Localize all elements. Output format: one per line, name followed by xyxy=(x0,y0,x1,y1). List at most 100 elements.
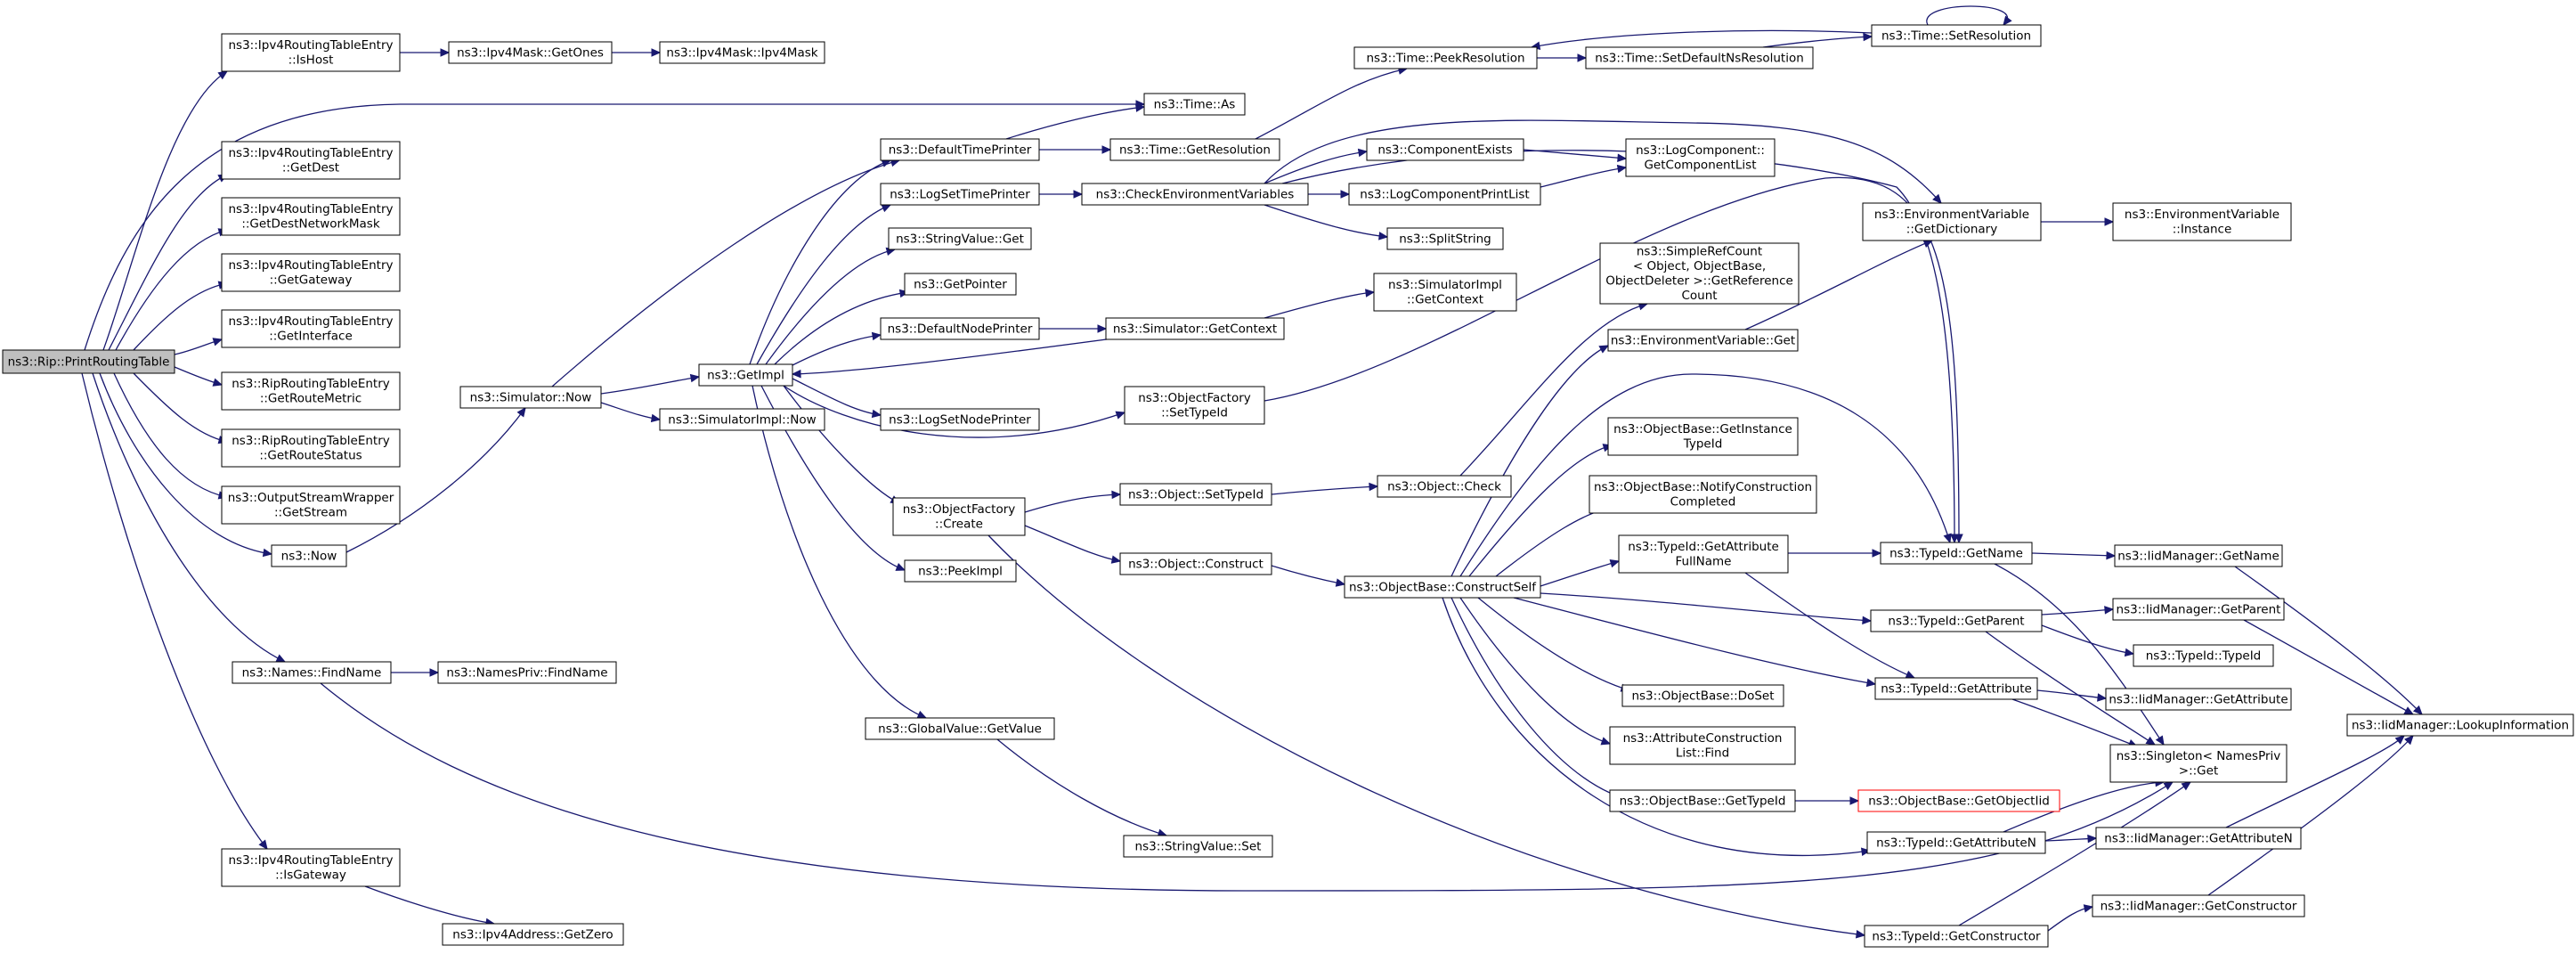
node-iid-getparent[interactable]: ns3::IidManager::GetParent xyxy=(2112,598,2285,621)
edge-path xyxy=(2243,619,2414,715)
node-object-check[interactable]: ns3::Object::Check xyxy=(1377,475,1512,498)
node-logsetnodeprinter[interactable]: ns3::LogSetNodePrinter xyxy=(880,408,1040,431)
node-getones[interactable]: ns3::Ipv4Mask::GetOnes xyxy=(448,41,613,64)
node-ishost[interactable]: ns3::Ipv4RoutingTableEntry::IsHost xyxy=(221,33,401,72)
arrowhead xyxy=(1369,482,1379,492)
node-iid-lookup[interactable]: ns3::IidManager::LookupInformation xyxy=(2346,713,2574,737)
node-label: ::IsHost xyxy=(288,53,334,68)
node-getroutemetric[interactable]: ns3::RipRoutingTableEntry::GetRouteMetri… xyxy=(221,371,401,411)
edge-objfactory_settypeid-to-typeid_getname xyxy=(1264,176,1963,544)
node-envvar-getdict[interactable]: ns3::EnvironmentVariable::GetDictionary xyxy=(1862,202,2042,241)
node-componentexists[interactable]: ns3::ComponentExists xyxy=(1366,138,1524,161)
node-isgateway[interactable]: ns3::Ipv4RoutingTableEntry::IsGateway xyxy=(221,848,401,887)
node-objfactory-create[interactable]: ns3::ObjectFactory::Create xyxy=(892,497,1026,536)
node-typeid-typeid[interactable]: ns3::TypeId::TypeId xyxy=(2133,644,2274,667)
node-simplerefcount[interactable]: ns3::SimpleRefCount< Object, ObjectBase,… xyxy=(1599,242,1800,305)
node-getdestmask[interactable]: ns3::Ipv4RoutingTableEntry::GetDestNetwo… xyxy=(221,197,401,236)
node-box xyxy=(1119,483,1272,506)
node-defaultnodeprinter[interactable]: ns3::DefaultNodePrinter xyxy=(880,317,1040,340)
arrowhead xyxy=(2097,693,2108,702)
edge-path xyxy=(792,338,1114,375)
node-stringvalue-get[interactable]: ns3::StringValue::Get xyxy=(888,227,1032,250)
node-iid-getconstructor[interactable]: ns3::IidManager::GetConstructor xyxy=(2092,894,2305,917)
node-getobjectiid[interactable]: ns3::ObjectBase::GetObjectIid xyxy=(1857,789,2060,812)
node-constructself[interactable]: ns3::ObjectBase::ConstructSelf xyxy=(1344,575,1541,599)
node-defaulttimeprinter[interactable]: ns3::DefaultTimePrinter xyxy=(880,138,1040,161)
node-iid-getname[interactable]: ns3::IidManager::GetName xyxy=(2114,544,2283,567)
node-stringvalue-set[interactable]: ns3::StringValue::Set xyxy=(1123,835,1273,858)
node-objfactory-settypeid[interactable]: ns3::ObjectFactory::SetTypeId xyxy=(1124,386,1265,425)
node-time-peekresolution[interactable]: ns3::Time::PeekResolution xyxy=(1353,46,1538,69)
node-time-setresolution[interactable]: ns3::Time::SetResolution xyxy=(1871,24,2042,47)
node-sim-getcontext[interactable]: ns3::Simulator::GetContext xyxy=(1105,317,1285,340)
node-label: ns3::Time::PeekResolution xyxy=(1366,51,1524,65)
edge-sim_now-to-simimpl_now xyxy=(600,402,662,423)
node-time-as[interactable]: ns3::Time::As xyxy=(1143,93,1246,116)
node-notifyconstruction[interactable]: ns3::ObjectBase::NotifyConstructionCompl… xyxy=(1589,475,1817,514)
node-checkenv[interactable]: ns3::CheckEnvironmentVariables xyxy=(1081,183,1309,206)
node-singleton-get[interactable]: ns3::Singleton< NamesPriv>::Get xyxy=(2109,744,2288,783)
node-getpointer[interactable]: ns3::GetPointer xyxy=(904,273,1017,296)
edge-checkenv-to-envvar_getdict xyxy=(1264,119,1942,204)
edge-root-to-getroutemetric xyxy=(174,366,223,387)
node-typeid-getconstructor[interactable]: ns3::TypeId::GetConstructor xyxy=(1864,925,2049,948)
node-logsettimeprinter[interactable]: ns3::LogSetTimePrinter xyxy=(880,183,1040,206)
node-getstream[interactable]: ns3::OutputStreamWrapper::GetStream xyxy=(221,485,401,525)
node-namespriv-findname[interactable]: ns3::NamesPriv::FindName xyxy=(437,661,617,684)
node-now[interactable]: ns3::Now xyxy=(271,544,347,567)
node-typeid-getattributen[interactable]: ns3::TypeId::GetAttributeN xyxy=(1866,831,2046,854)
node-time-setdefaultns[interactable]: ns3::Time::SetDefaultNsResolution xyxy=(1585,46,1814,69)
arrowhead xyxy=(1110,555,1122,564)
arrowhead xyxy=(1073,190,1084,199)
node-doset[interactable]: ns3::ObjectBase::DoSet xyxy=(1621,684,1784,707)
edge-path xyxy=(1264,151,1368,184)
node-box xyxy=(1866,831,2046,854)
node-globalvalue-getvalue[interactable]: ns3::GlobalValue::GetValue xyxy=(865,717,1055,740)
node-box xyxy=(1353,46,1538,69)
edge-checkenv-to-logcomponentprintlist xyxy=(1308,190,1351,199)
node-typeid-getattribute[interactable]: ns3::TypeId::GetAttribute xyxy=(1874,677,2038,700)
node-envvar-get[interactable]: ns3::EnvironmentVariable::Get xyxy=(1607,329,1799,352)
node-ob-gettypeid[interactable]: ns3::ObjectBase::GetTypeId xyxy=(1609,789,1796,812)
node-simimpl-now[interactable]: ns3::SimulatorImpl::Now xyxy=(659,408,825,431)
node-root[interactable]: ns3::Rip::PrintRoutingTable xyxy=(2,349,175,374)
node-typeid-getparent[interactable]: ns3::TypeId::GetParent xyxy=(1870,609,2043,632)
node-peekimpl[interactable]: ns3::PeekImpl xyxy=(904,559,1017,583)
edge-root-to-ishost xyxy=(102,70,229,351)
arrowhead xyxy=(2083,904,2094,913)
node-getroutestatus[interactable]: ns3::RipRoutingTableEntry::GetRouteStatu… xyxy=(221,428,401,468)
node-label: FullName xyxy=(1676,555,1732,569)
edge-constructself-to-notifyconstruction xyxy=(1495,505,1613,577)
node-getinterface[interactable]: ns3::Ipv4RoutingTableEntry::GetInterface xyxy=(221,309,401,348)
node-ipv4mask[interactable]: ns3::Ipv4Mask::Ipv4Mask xyxy=(659,41,825,64)
arrowhead xyxy=(1855,930,1866,939)
node-logcomponentprintlist[interactable]: ns3::LogComponentPrintList xyxy=(1348,183,1541,206)
node-getgateway[interactable]: ns3::Ipv4RoutingTableEntry::GetGateway xyxy=(221,253,401,292)
node-getzero[interactable]: ns3::Ipv4Address::GetZero xyxy=(442,923,624,946)
node-getimpl[interactable]: ns3::GetImpl xyxy=(698,363,793,387)
arrowhead xyxy=(1335,578,1346,587)
node-object-settypeid[interactable]: ns3::Object::SetTypeId xyxy=(1119,483,1272,506)
node-label: ::GetRouteStatus xyxy=(259,449,362,463)
node-logcomp-getlist[interactable]: ns3::LogComponent::GetComponentList xyxy=(1625,138,1776,177)
node-object-construct[interactable]: ns3::Object::Construct xyxy=(1119,552,1272,575)
node-sim-now[interactable]: ns3::Simulator::Now xyxy=(459,386,602,409)
node-findname[interactable]: ns3::Names::FindName xyxy=(232,661,392,684)
edge-path xyxy=(1958,781,2191,926)
node-iid-getattributen[interactable]: ns3::IidManager::GetAttributeN xyxy=(2095,827,2302,850)
node-typeid-getname[interactable]: ns3::TypeId::GetName xyxy=(1880,542,2033,565)
node-envvar-instance[interactable]: ns3::EnvironmentVariable::Instance xyxy=(2112,202,2292,241)
node-getdest[interactable]: ns3::Ipv4RoutingTableEntry::GetDest xyxy=(221,141,401,180)
node-simimpl-getcontext[interactable]: ns3::SimulatorImpl::GetContext xyxy=(1373,273,1517,312)
edge-constructself-to-typeid_getparent xyxy=(1540,592,1873,625)
arrowhead xyxy=(2124,648,2135,657)
node-time-getresolution[interactable]: ns3::Time::GetResolution xyxy=(1109,138,1280,161)
node-splitstring[interactable]: ns3::SplitString xyxy=(1386,227,1504,250)
edge-path xyxy=(1744,572,1915,679)
node-label: ns3::TypeId::GetAttributeN xyxy=(1876,836,2036,850)
node-iid-getattribute[interactable]: ns3::IidManager::GetAttribute xyxy=(2105,688,2292,711)
node-box xyxy=(2095,827,2302,850)
